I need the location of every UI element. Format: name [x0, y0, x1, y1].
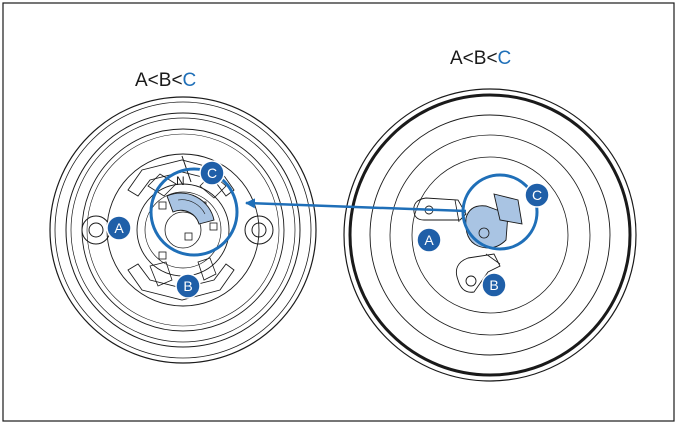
pin-order-label-right: A<B<C: [450, 49, 511, 68]
marker-a-left: A: [106, 215, 132, 241]
svg-text:C: C: [207, 165, 217, 181]
correspondence-arrow: [245, 198, 467, 213]
highlighted-prong-c: [465, 193, 523, 249]
receptacle-front-view: [49, 96, 317, 364]
marker-c-right: C: [524, 182, 550, 208]
svg-text:C: C: [532, 187, 542, 203]
pin-order-accent: C: [182, 70, 197, 91]
marker-b-right: B: [481, 272, 507, 298]
highlight-circle-left: [149, 167, 239, 257]
pin-order-prefix: A<B<: [450, 48, 498, 69]
photocontrol-rear-view: [343, 88, 637, 382]
pin-order-label-left: A<B<C: [135, 71, 196, 90]
svg-text:A: A: [424, 232, 434, 248]
svg-text:B: B: [183, 278, 192, 294]
pin-order-prefix: A<B<: [135, 70, 183, 91]
svg-text:B: B: [489, 277, 498, 293]
highlighted-contact-c: [166, 192, 215, 225]
pin-order-accent: C: [497, 48, 512, 69]
contact-detail-line: [177, 199, 206, 215]
svg-text:A: A: [114, 220, 124, 236]
marker-b-left: B: [175, 273, 201, 299]
terminal-n-label: N: [176, 174, 185, 188]
frame-border: [2, 2, 675, 422]
marker-c-left: C: [199, 160, 225, 186]
marker-a-right: A: [416, 227, 442, 253]
